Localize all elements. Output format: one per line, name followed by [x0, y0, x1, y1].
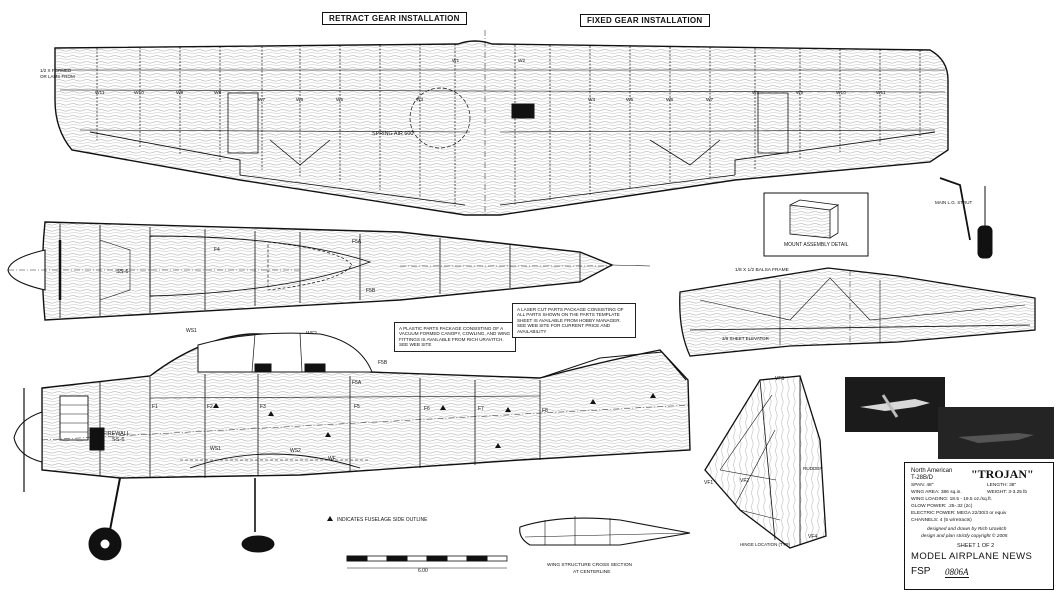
wing-planform	[54, 30, 949, 216]
fuselage-top-view	[7, 221, 651, 321]
stab-frame-label: 1/8 X 1/2 BALSA FRAME	[735, 267, 789, 273]
fuselage-side-view	[13, 332, 691, 561]
hinge-label: HINGE LOCATION (TYP)	[740, 542, 790, 547]
spec-channels: CHANNELS: 4 (5 w/retracts)	[911, 518, 972, 523]
aircraft-model: T-28B/D	[911, 475, 934, 481]
vf-label-4: VF4	[808, 534, 817, 540]
former-label-ws1: WS1	[186, 328, 197, 334]
rib-label-w8-l: W8	[214, 90, 222, 96]
former-label-f5a: F5A	[352, 239, 362, 245]
wing-section-title: WING STRUCTURE CROSS SECTION	[547, 562, 633, 568]
former-label-f5b-side: F5B	[378, 360, 388, 366]
firewall-label: FIREWALL	[103, 431, 130, 437]
fuselage-outline-legend: INDICATES FUSELAGE SIDE OUTLINE	[337, 517, 428, 523]
former-label-f6: F6	[424, 406, 430, 412]
spec-wing-loading: WING LOADING: 18.5 - 19.5 oz./sq.ft.	[911, 497, 993, 502]
aircraft-make: North American	[911, 468, 953, 474]
side-view-labels: FIREWALL F1 F2 F3 F5 F6 F7 F8 F5A F5B WS…	[103, 360, 548, 462]
spec-wing-area: WING AREA: 386 sq.in.	[911, 490, 962, 495]
rudder-fin	[704, 375, 827, 549]
rib-label-w6-l: W6	[296, 97, 304, 103]
main-gear-strut	[939, 177, 993, 259]
former-label-wf: WF	[328, 456, 336, 462]
aircraft-photo-icon	[860, 394, 930, 418]
spec-span: SPAN: 48"	[911, 483, 934, 488]
spec-length: LENGTH: 38"	[987, 483, 1017, 488]
vf-label-1: VF1	[704, 480, 713, 486]
designer-credit: designed and drawn by Rich Uravitch	[927, 527, 1007, 532]
rib-label-w1: W1	[452, 58, 460, 64]
title-block: North American T-28B/D "TROJAN" SPAN: 48…	[904, 462, 1054, 590]
fsp-label: FSP	[911, 566, 931, 577]
sheet-number: SHEET 1 OF 2	[957, 543, 995, 549]
rib-label-w8-r: W8	[752, 90, 760, 96]
wing-cross-section	[519, 516, 691, 546]
rib-label-w9-l: W9	[176, 90, 184, 96]
rib-label-w10-l: W10	[134, 90, 144, 96]
laser-cut-parts-note: A LASER CUT PARTS PACKAGE CONSISTING OF …	[512, 303, 636, 339]
scale-value: 6.00	[418, 568, 428, 574]
rib-label-w7-l: W7	[258, 97, 266, 103]
svg-text:OR LAMS FROM: OR LAMS FROM	[40, 74, 75, 79]
retract-gear-header: RETRACT GEAR INSTALLATION	[322, 12, 467, 25]
rib-label-w4-r: W4	[588, 97, 596, 103]
svg-text:1/2 X FORMED: 1/2 X FORMED	[40, 68, 72, 73]
rudder-label: RUDDER	[803, 466, 823, 471]
rib-label-w5-l: W5	[336, 97, 344, 103]
rib-label-w11-r: W11	[876, 90, 886, 96]
former-label-f7: F7	[478, 406, 484, 412]
elevator-label: 3/8 SHEET ELEVATOR	[722, 336, 770, 341]
strut-label: MAIN L.G. STRUT	[935, 200, 973, 205]
spring-air-label: SPRING AIR 600	[372, 131, 413, 137]
former-label-ws2-side: WS2	[290, 448, 301, 454]
former-label-ws1-side: WS1	[210, 446, 221, 452]
wing-rib-labels: W11 W10 W9 W8 W7 W6 W5 W3 W1 W2 W4 W5 W6…	[95, 58, 886, 137]
aircraft-photo-icon	[958, 433, 1034, 443]
rib-label-w3-l: W3	[416, 97, 424, 103]
former-label-f3: F3	[260, 404, 266, 410]
ss6-label-top: SS-6	[116, 269, 128, 275]
rib-label-w7-r: W7	[706, 97, 714, 103]
fin-labels: VF1 VF2 VF3 VF4 RUDDER HINGE LOCATION (T…	[704, 376, 823, 547]
copyright-notice: design and plan strictly copyright © 200…	[921, 534, 1008, 539]
spec-weight: WEIGHT: 3-3.25 lb	[987, 490, 1027, 495]
former-label-f2: F2	[207, 404, 213, 410]
horizontal-stabilizer	[679, 267, 1036, 357]
spec-electric-power: ELECTRIC POWER: MEGA 22/30/3 or equiv	[911, 511, 1007, 516]
rib-label-w2: W2	[518, 58, 526, 64]
rib-label-w11-l: W11	[95, 90, 105, 96]
aircraft-name: "TROJAN"	[971, 467, 1034, 481]
former-label-f8: F8	[542, 408, 548, 414]
former-label-f5a-side: F5A	[352, 380, 362, 386]
former-label-f1: F1	[152, 404, 158, 410]
former-label-f4: F4	[214, 247, 220, 253]
rib-label-w6-r: W6	[666, 97, 674, 103]
publisher-name: MODEL AIRPLANE NEWS	[911, 551, 1033, 562]
spec-glow-power: GLOW POWER: .25-.32 (2c)	[911, 504, 973, 509]
rib-label-w5-r: W5	[626, 97, 634, 103]
rib-label-w10-r: W10	[836, 90, 846, 96]
vf-label-3: VF3	[775, 376, 784, 382]
vf-label-2: VF2	[740, 478, 749, 484]
scale-bar	[346, 555, 508, 569]
ss6-label-side: SS-6	[112, 437, 124, 443]
rib-label-w9-r: W9	[796, 90, 804, 96]
fixed-gear-header: FIXED GEAR INSTALLATION	[580, 14, 710, 27]
canopy-parts-note: A PLASTIC PARTS PACKAGE CONSISTING OF A …	[394, 322, 516, 352]
former-label-f5: F5	[354, 404, 360, 410]
model-photo-top	[845, 377, 945, 432]
mount-detail-title: MOUNT ASSEMBLY DETAIL	[784, 242, 849, 248]
fsp-number: 0806A	[945, 567, 969, 578]
model-photo-bottom	[938, 407, 1054, 459]
wing-section-subtitle: AT CENTERLINE	[573, 569, 610, 575]
former-label-f5b: F5B	[366, 288, 376, 294]
mount-detail	[763, 192, 869, 257]
